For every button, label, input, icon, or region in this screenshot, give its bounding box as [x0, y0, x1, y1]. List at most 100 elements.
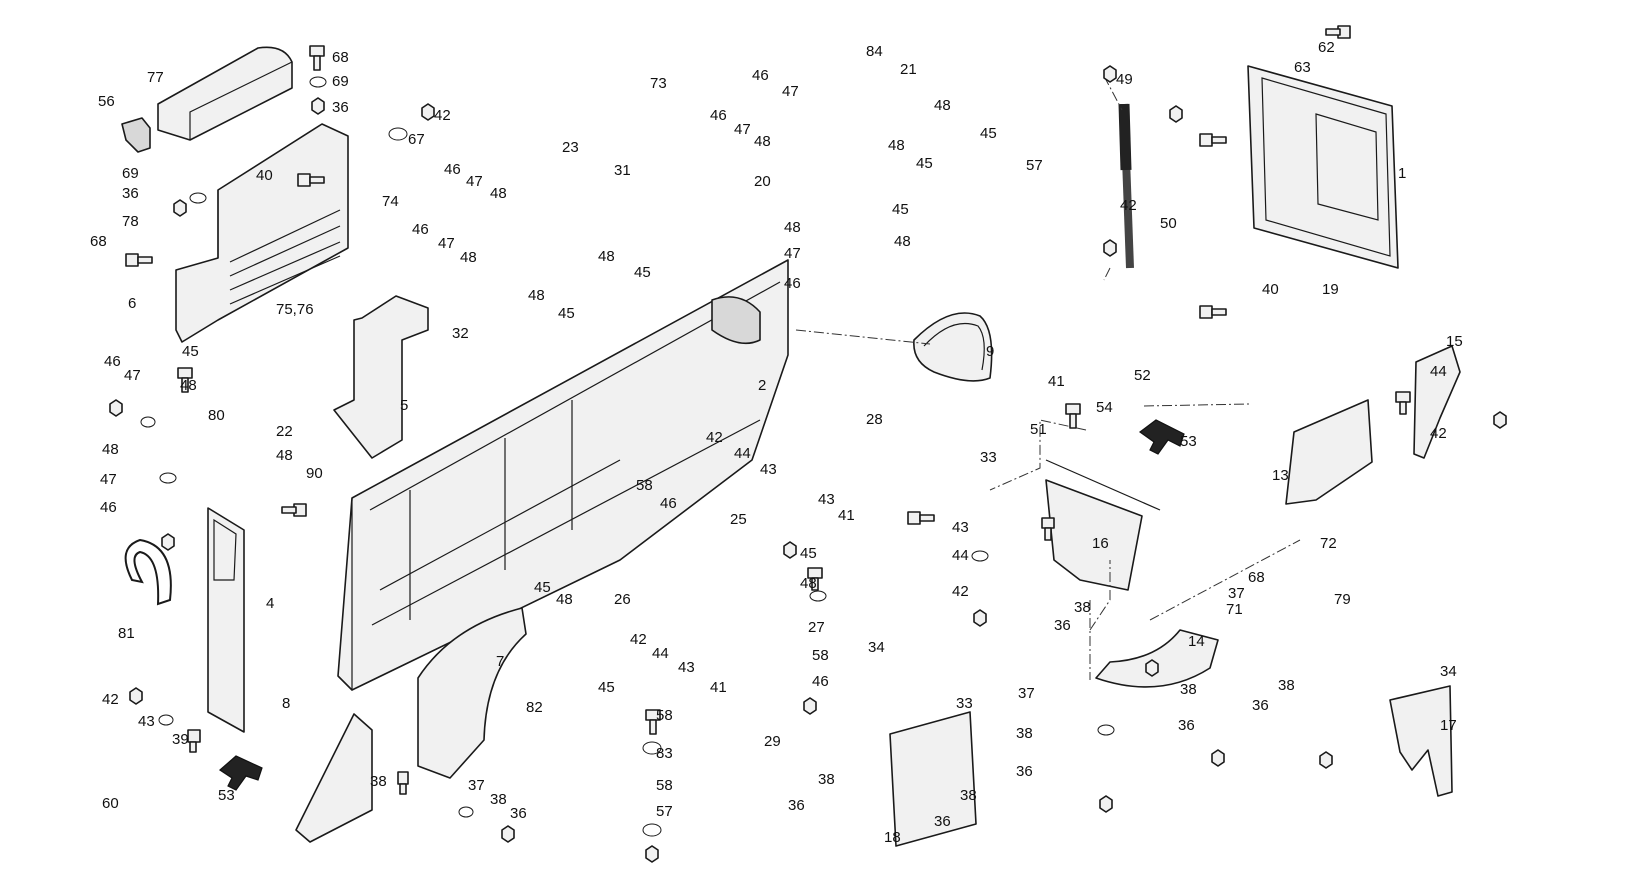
main-side-panel-part-2	[337, 259, 789, 691]
callout-29: 29	[764, 733, 781, 750]
callout-41: 41	[1048, 373, 1065, 390]
callout-36: 36	[332, 99, 349, 116]
callout-41: 41	[710, 679, 727, 696]
callout-62: 62	[1318, 39, 1335, 56]
nut-icon	[1319, 751, 1333, 769]
callout-60: 60	[102, 795, 119, 812]
hardware-set	[109, 25, 1507, 863]
callout-69: 69	[122, 165, 139, 182]
callout-4: 4	[266, 595, 274, 612]
callout-68: 68	[90, 233, 107, 250]
cushion-part-77	[157, 46, 293, 141]
nut-icon	[783, 541, 797, 559]
callout-48: 48	[180, 377, 197, 394]
callout-1: 1	[1398, 165, 1406, 182]
callout-42: 42	[630, 631, 647, 648]
callout-36: 36	[122, 185, 139, 202]
callout-48: 48	[934, 97, 951, 114]
bolt-icon	[397, 771, 409, 795]
bracket-part-15	[1413, 345, 1461, 459]
bolt-icon	[187, 729, 201, 753]
callout-36: 36	[1178, 717, 1195, 734]
callout-22: 22	[276, 423, 293, 440]
callout-54: 54	[1096, 399, 1113, 416]
bolt-icon	[1199, 305, 1227, 319]
callout-37: 37	[1228, 585, 1245, 602]
callout-67: 67	[408, 131, 425, 148]
callout-41: 41	[838, 507, 855, 524]
callout-78: 78	[122, 213, 139, 230]
callout-23: 23	[562, 139, 579, 156]
callout-46: 46	[660, 495, 677, 512]
callout-43: 43	[818, 491, 835, 508]
callout-46: 46	[104, 353, 121, 370]
callout-36: 36	[1016, 763, 1033, 780]
frame-panel-part-1	[1247, 65, 1399, 269]
bracket-part-4	[207, 507, 245, 733]
callout-48: 48	[754, 133, 771, 150]
callout-36: 36	[510, 805, 527, 822]
callout-50: 50	[1160, 215, 1177, 232]
callout-38: 38	[818, 771, 835, 788]
callout-38: 38	[1278, 677, 1295, 694]
callout-63: 63	[1294, 59, 1311, 76]
callout-37: 37	[1018, 685, 1035, 702]
callout-82: 82	[526, 699, 543, 716]
callout-58: 58	[656, 707, 673, 724]
tray-part-14	[1095, 629, 1219, 688]
callout-17: 17	[1440, 717, 1457, 734]
nut-icon	[1103, 239, 1117, 257]
housing-part-6	[175, 123, 349, 343]
callout-47: 47	[100, 471, 117, 488]
callout-20: 20	[754, 173, 771, 190]
callout-46: 46	[412, 221, 429, 238]
callout-53: 53	[1180, 433, 1197, 450]
callout-58: 58	[812, 647, 829, 664]
callout-45: 45	[558, 305, 575, 322]
callout-77: 77	[147, 69, 164, 86]
shield-part-13	[1285, 399, 1373, 505]
callout-74: 74	[382, 193, 399, 210]
callout-57: 57	[656, 803, 673, 820]
callout-43: 43	[760, 461, 777, 478]
callout-79: 79	[1334, 591, 1351, 608]
bolt-icon	[1325, 25, 1351, 39]
callout-19: 19	[1322, 281, 1339, 298]
callout-31: 31	[614, 162, 631, 179]
callout-68: 68	[332, 49, 349, 66]
callout-48: 48	[556, 591, 573, 608]
callout-48: 48	[276, 447, 293, 464]
shroud-part-16	[1045, 459, 1161, 591]
callout-51: 51	[1030, 421, 1047, 438]
callout-48: 48	[102, 441, 119, 458]
callout-80: 80	[208, 407, 225, 424]
callout-75-76: 75,76	[276, 301, 314, 318]
callout-53: 53	[218, 787, 235, 804]
callout-38: 38	[490, 791, 507, 808]
gas-strut-part-49	[1118, 103, 1134, 269]
callout-38: 38	[370, 773, 387, 790]
callout-48: 48	[598, 248, 615, 265]
callout-48: 48	[460, 249, 477, 266]
callout-48: 48	[888, 137, 905, 154]
callout-38: 38	[1180, 681, 1197, 698]
callout-46: 46	[752, 67, 769, 84]
callout-9: 9	[986, 343, 994, 360]
bolt-icon	[1065, 403, 1081, 429]
nut-icon	[161, 533, 175, 551]
plate-part-17	[1389, 685, 1453, 797]
bolt-icon	[309, 45, 325, 71]
bolt-icon	[125, 253, 153, 267]
callout-69: 69	[332, 73, 349, 90]
hose-part-81	[124, 538, 172, 606]
callout-48: 48	[528, 287, 545, 304]
callout-45: 45	[534, 579, 551, 596]
callout-25: 25	[730, 511, 747, 528]
callout-47: 47	[784, 245, 801, 262]
cover-part-18	[889, 711, 977, 847]
callout-7: 7	[496, 653, 504, 670]
fender-part-7	[417, 607, 527, 779]
callout-44: 44	[734, 445, 751, 462]
callout-26: 26	[614, 591, 631, 608]
